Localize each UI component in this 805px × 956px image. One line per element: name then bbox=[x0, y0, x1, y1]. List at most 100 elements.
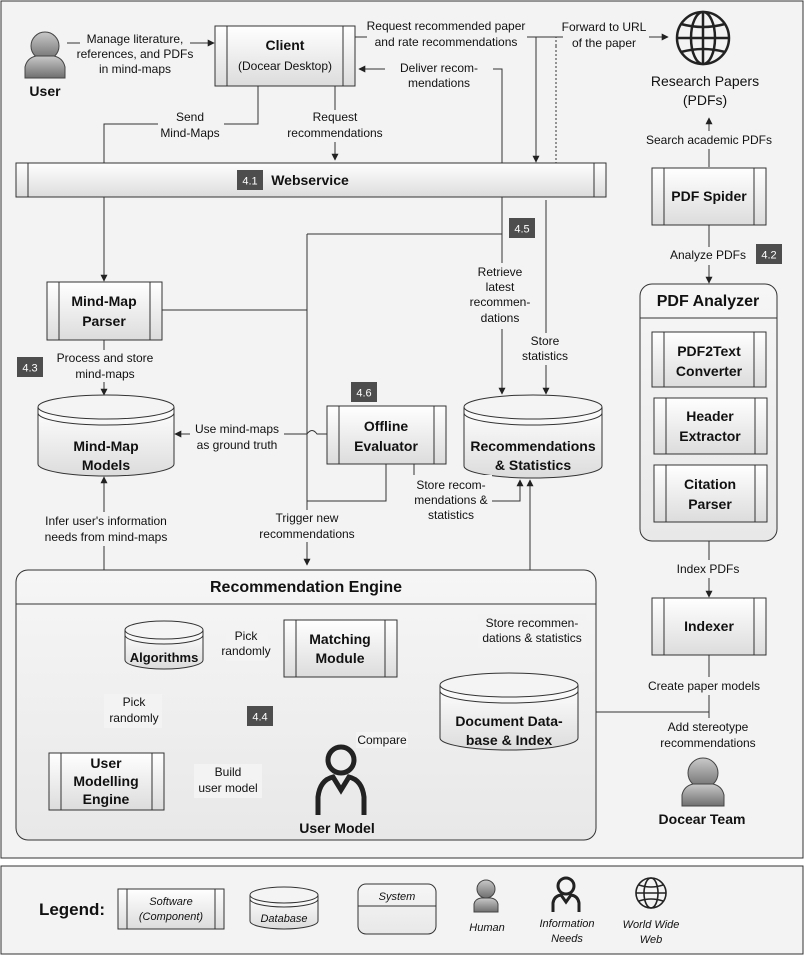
legend-www-1: World Wide bbox=[623, 919, 680, 931]
edge-request-recs-2: recommendations bbox=[287, 126, 382, 140]
algorithms-database bbox=[124, 620, 204, 670]
legend-info-needs-2: Needs bbox=[551, 933, 583, 945]
legend-software-shape bbox=[117, 888, 225, 930]
edge-store-stats-2: statistics bbox=[522, 349, 568, 363]
citation-parser-component bbox=[653, 464, 768, 523]
edge-infer-1: Infer user's information bbox=[45, 514, 167, 528]
mindmap-parser-title-2: Parser bbox=[82, 313, 126, 329]
pdf2text-title-1: PDF2Text bbox=[677, 343, 741, 359]
recs-stats-title-1: Recommendations bbox=[470, 438, 595, 454]
user-modelling-title-2: Modelling bbox=[73, 773, 138, 789]
research-papers-subtitle: (PDFs) bbox=[683, 92, 727, 108]
header-extractor-title-1: Header bbox=[686, 408, 734, 424]
mindmap-parser-component bbox=[46, 281, 163, 341]
offline-evaluator-title-1: Offline bbox=[364, 418, 409, 434]
edge-trigger-1: Trigger new bbox=[276, 511, 339, 525]
offline-evaluator-component bbox=[326, 405, 447, 465]
legend-human-icon bbox=[473, 879, 499, 913]
edge-analyze-pdfs: Analyze PDFs bbox=[670, 248, 746, 262]
matching-module-title-1: Matching bbox=[309, 631, 370, 647]
edge-forward-2: of the paper bbox=[572, 36, 636, 50]
legend-title: Legend: bbox=[39, 900, 105, 919]
edge-pick1-2: randomly bbox=[221, 644, 270, 658]
badge-4-4: 4.4 bbox=[252, 712, 267, 724]
indexer-title: Indexer bbox=[684, 618, 734, 634]
edge-send-1: Send bbox=[176, 110, 204, 124]
legend-system-shape bbox=[357, 883, 437, 935]
webservice-title: Webservice bbox=[271, 172, 349, 188]
edge-process-store-2: mind-maps bbox=[75, 367, 134, 381]
badge-4-3: 4.3 bbox=[22, 363, 37, 375]
client-component bbox=[214, 25, 356, 87]
edge-index-pdfs: Index PDFs bbox=[677, 562, 740, 576]
client-title: Client bbox=[266, 37, 305, 53]
legend-www-2: Web bbox=[640, 934, 662, 946]
edge-store-stats-1: Store bbox=[531, 334, 560, 348]
edge-retrieve-2: latest bbox=[486, 280, 515, 294]
edge-use-mindmaps-2: as ground truth bbox=[197, 438, 278, 452]
legend-software-2: (Component) bbox=[139, 911, 204, 923]
offline-evaluator-title-2: Evaluator bbox=[354, 438, 418, 454]
pdf-spider-component bbox=[651, 167, 767, 226]
pdf-analyzer-title: PDF Analyzer bbox=[657, 293, 760, 310]
edge-process-store-1: Process and store bbox=[57, 351, 154, 365]
matching-module-title-2: Module bbox=[316, 650, 365, 666]
mindmap-models-title-2: Models bbox=[82, 457, 130, 473]
badge-4-6: 4.6 bbox=[356, 388, 371, 400]
indexer-component bbox=[651, 597, 767, 656]
edge-pick2-2: randomly bbox=[109, 711, 158, 725]
doc-db-title-2: base & Index bbox=[466, 732, 553, 748]
edge-retrieve-4: dations bbox=[481, 311, 520, 325]
edge-request-recs-1: Request bbox=[313, 110, 358, 124]
edge-deliver-1: Deliver recom- bbox=[400, 61, 478, 75]
badge-4-5: 4.5 bbox=[514, 224, 529, 236]
edge-forward-1: Forward to URL bbox=[562, 20, 647, 34]
legend-human-label: Human bbox=[469, 922, 504, 934]
edge-manage-1: Manage literature, bbox=[87, 32, 184, 46]
legend-info-needs-1: Information bbox=[539, 918, 594, 930]
client-subtitle: (Docear Desktop) bbox=[238, 59, 332, 73]
legend-software-1: Software bbox=[149, 896, 192, 908]
edge-retrieve-3: recommen- bbox=[470, 295, 531, 309]
matching-module-component bbox=[283, 619, 398, 678]
pdf-spider-title: PDF Spider bbox=[671, 188, 747, 204]
user-model-icon bbox=[315, 744, 367, 815]
research-papers-title: Research Papers bbox=[651, 73, 759, 89]
header-extractor-component bbox=[653, 397, 768, 455]
webservice-component bbox=[15, 162, 607, 198]
badge-4-2: 4.2 bbox=[761, 250, 776, 262]
legend-system-label: System bbox=[379, 891, 416, 903]
legend-information-needs-icon bbox=[551, 876, 581, 912]
edge-compare: Compare bbox=[357, 733, 407, 747]
edge-pick2-1: Pick bbox=[123, 695, 147, 709]
edge-build-2: user model bbox=[198, 781, 257, 795]
globe-icon bbox=[675, 10, 731, 66]
edge-store-recs-3: statistics bbox=[428, 508, 474, 522]
edge-store-recs2-1: Store recommen- bbox=[486, 616, 579, 630]
user-label: User bbox=[29, 83, 61, 99]
edge-store-recs-1: Store recom- bbox=[416, 478, 485, 492]
edge-request-rate-2: and rate recommendations bbox=[375, 35, 518, 49]
edge-add-stereo-2: recommendations bbox=[660, 736, 755, 750]
mindmap-models-database bbox=[37, 394, 175, 477]
badge-4-1: 4.1 bbox=[242, 176, 257, 188]
mindmap-models-title-1: Mind-Map bbox=[73, 438, 138, 454]
user-modelling-title-1: User bbox=[90, 755, 122, 771]
doc-db-title-1: Document Data- bbox=[455, 713, 563, 729]
recs-stats-title-2: & Statistics bbox=[495, 457, 571, 473]
edge-deliver-2: mendations bbox=[408, 76, 470, 90]
edge-store-recs2-2: dations & statistics bbox=[482, 631, 581, 645]
edge-send-2: Mind-Maps bbox=[160, 126, 219, 140]
edge-store-recs-2: mendations & bbox=[414, 493, 487, 507]
algorithms-title: Algorithms bbox=[130, 650, 199, 665]
edge-manage-2: references, and PDFs bbox=[77, 47, 194, 61]
user-modelling-title-3: Engine bbox=[83, 791, 130, 807]
recommendation-engine-title: Recommendation Engine bbox=[210, 579, 402, 596]
docear-team-icon bbox=[681, 757, 725, 807]
edge-build-1: Build bbox=[215, 765, 242, 779]
docear-team-label: Docear Team bbox=[659, 811, 746, 827]
edge-pick1-1: Pick bbox=[235, 629, 259, 643]
document-database bbox=[439, 672, 579, 751]
user-modelling-engine-component bbox=[48, 752, 165, 811]
